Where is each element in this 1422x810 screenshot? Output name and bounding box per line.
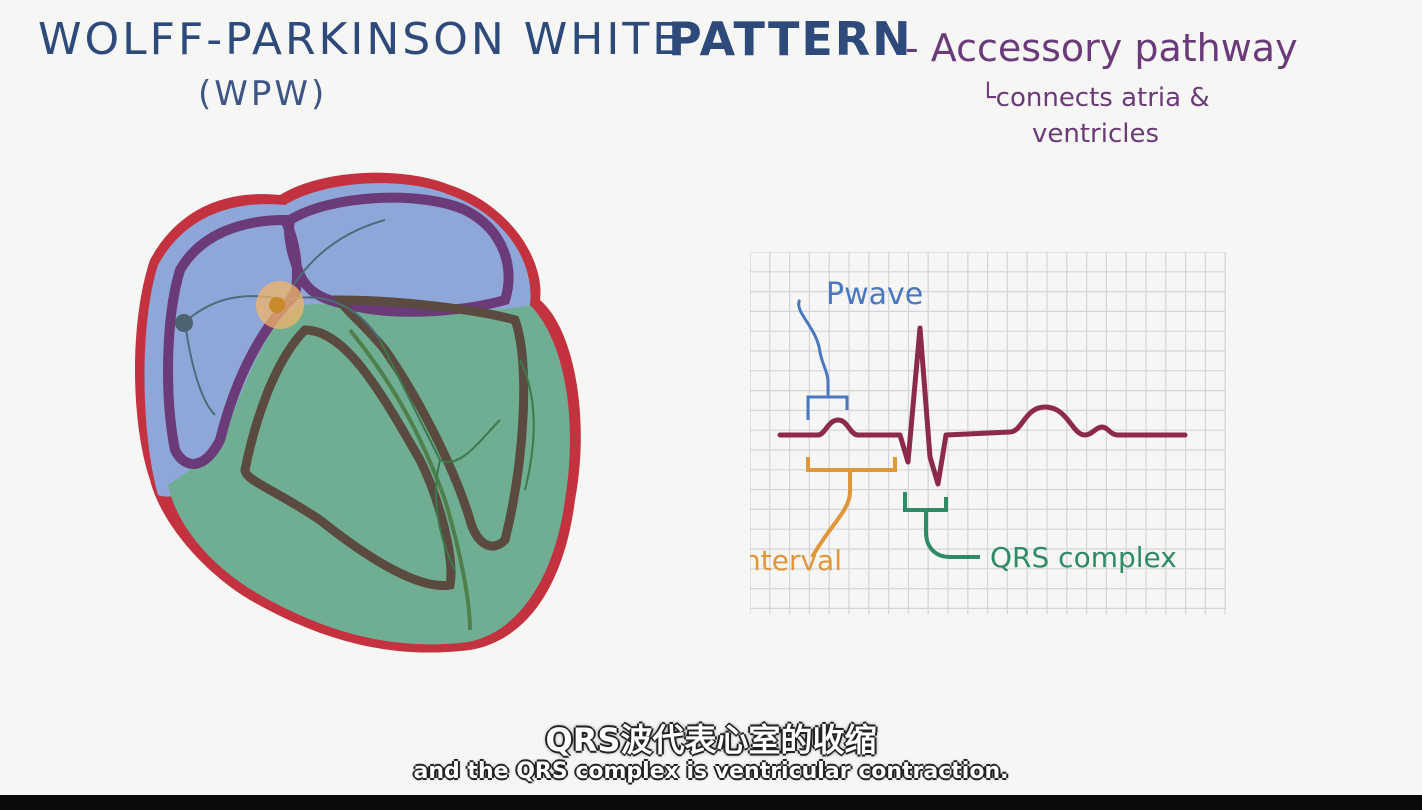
atria-region	[144, 183, 531, 497]
right-atrium-outline	[163, 214, 302, 469]
subtitle-english: and the QRS complex is ventricular contr…	[413, 759, 1009, 784]
av-node	[269, 297, 285, 313]
accessory-pathway-note: └connects atria & ventricles	[980, 80, 1210, 152]
sa-node	[175, 314, 193, 332]
heart-illustration	[135, 172, 581, 653]
p-wave-bracket	[797, 298, 849, 420]
accessory-pathway-heading: - Accessory pathway	[905, 26, 1298, 70]
pr-interval-bracket	[806, 457, 897, 559]
ecg-trace	[777, 325, 1188, 487]
conduction-fiber	[184, 219, 386, 416]
video-bottom-bar	[0, 795, 1422, 810]
title-abbreviation: (WPW)	[198, 74, 328, 114]
qrs-complex-label: QRS complex	[990, 541, 1177, 574]
ecg-diagram: Pwave PR interval QRS complex	[750, 252, 1226, 614]
p-wave-label: Pwave	[826, 277, 923, 312]
septum-line	[348, 328, 472, 631]
subtitle-chinese: QRS波代表心室的收缩	[545, 721, 877, 759]
pr-interval-label: PR interval	[750, 544, 842, 577]
right-ventricle-outline	[240, 325, 456, 591]
title-pattern: PATTERN	[668, 12, 913, 66]
note-line-2: ventricles	[1032, 119, 1160, 149]
purkinje-fibers	[379, 339, 535, 571]
title-main: WOLFF-PARKINSON WHITE	[38, 14, 683, 65]
note-line-1: └connects atria &	[980, 83, 1210, 113]
qrs-bracket	[903, 492, 980, 559]
